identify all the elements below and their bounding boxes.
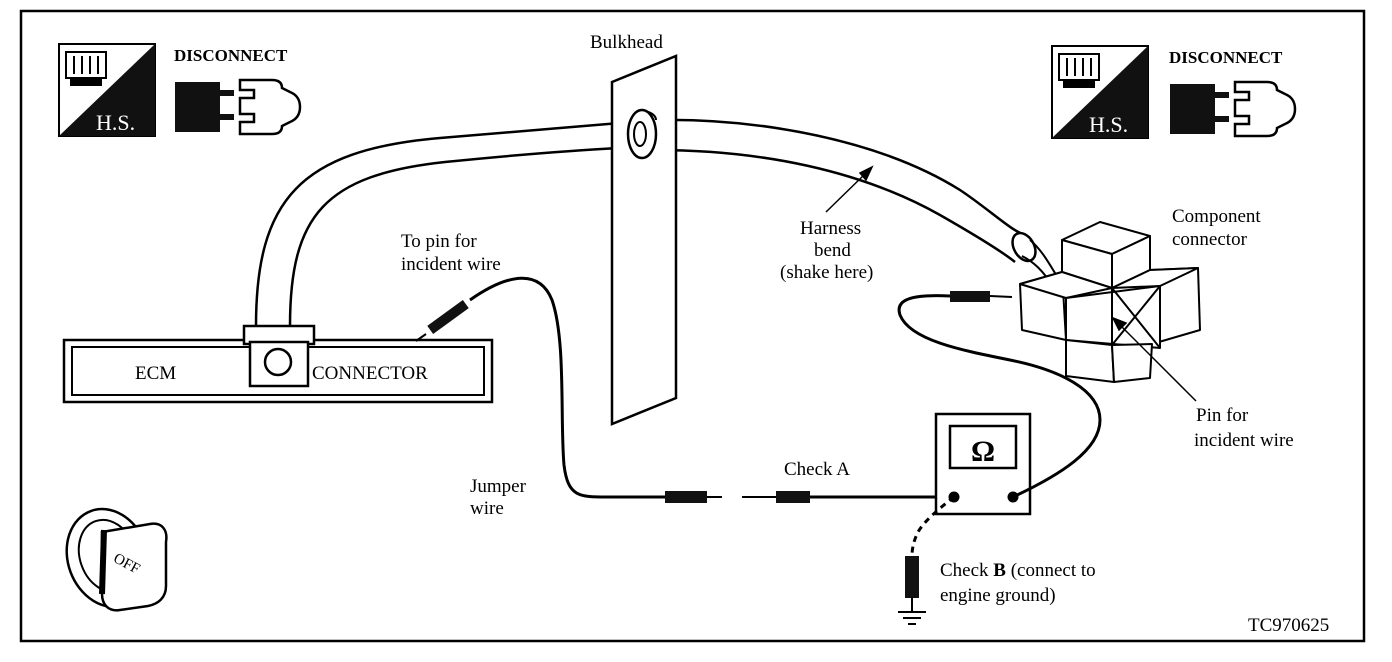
jumper-wire [415, 276, 722, 503]
wire-harness [254, 118, 1059, 327]
check-b-label-line2: engine ground) [940, 585, 1056, 606]
check-b-letter: B [993, 560, 1006, 581]
disconnect-plug-icon [175, 78, 302, 136]
connector-icon [65, 51, 107, 86]
component-connector-label-line2: connector [1172, 229, 1248, 250]
ohm-symbol-icon: Ω [971, 435, 995, 468]
disconnect-label: DISCONNECT [174, 46, 288, 65]
check-b-suffix: (connect to [1006, 560, 1096, 581]
connector-icon [1058, 53, 1100, 88]
harness-bend-label-line3: (shake here) [780, 262, 873, 283]
jumper-wire-label-line2: wire [470, 498, 504, 519]
check-b-label: Check B (connect to [940, 560, 1096, 581]
probe-connector [665, 491, 707, 503]
jumper-wire-label: Jumper [470, 476, 527, 497]
harness-bend-arrow [825, 165, 874, 213]
diagram-frame [19, 9, 1366, 643]
check-a-label: Check A [784, 459, 850, 480]
to-pin-label: To pin for [401, 231, 477, 252]
check-b-ground-lead [898, 495, 955, 625]
disconnect-icon-right: H.S. DISCONNECT [1051, 45, 1297, 139]
disconnect-plug-icon [1170, 80, 1297, 138]
ecm-connector: ECM CONNECTOR [62, 324, 494, 404]
bulkhead-panel [610, 54, 678, 426]
probe-tip [427, 300, 469, 334]
harness-bend-label-line2: bend [814, 240, 851, 261]
to-pin-label-line2: incident wire [401, 254, 501, 275]
pin-arrow [1111, 316, 1197, 402]
bulkhead-label: Bulkhead [590, 32, 663, 53]
ignition-key-off-icon: OFF [65, 507, 168, 612]
component-connector-label: Component [1172, 206, 1261, 227]
ground-symbol-icon [898, 611, 926, 625]
disconnect-icon-left: H.S. DISCONNECT [58, 43, 302, 137]
pin-for-label: Pin for [1196, 405, 1249, 426]
harness-bend-label: Harness [800, 218, 861, 239]
component-probe-lead [897, 291, 1102, 499]
ecm-label: ECM [135, 363, 176, 384]
check-b-prefix: Check [940, 560, 993, 581]
connector-label: CONNECTOR [312, 363, 428, 384]
check-a-lead [742, 491, 952, 503]
pin-for-label-line2: incident wire [1194, 430, 1294, 451]
hs-badge: H.S. [1089, 112, 1128, 137]
component-connector [1019, 221, 1201, 383]
hs-badge: H.S. [96, 110, 135, 135]
disconnect-label: DISCONNECT [1169, 48, 1283, 67]
figure-id: TC970625 [1248, 615, 1329, 636]
